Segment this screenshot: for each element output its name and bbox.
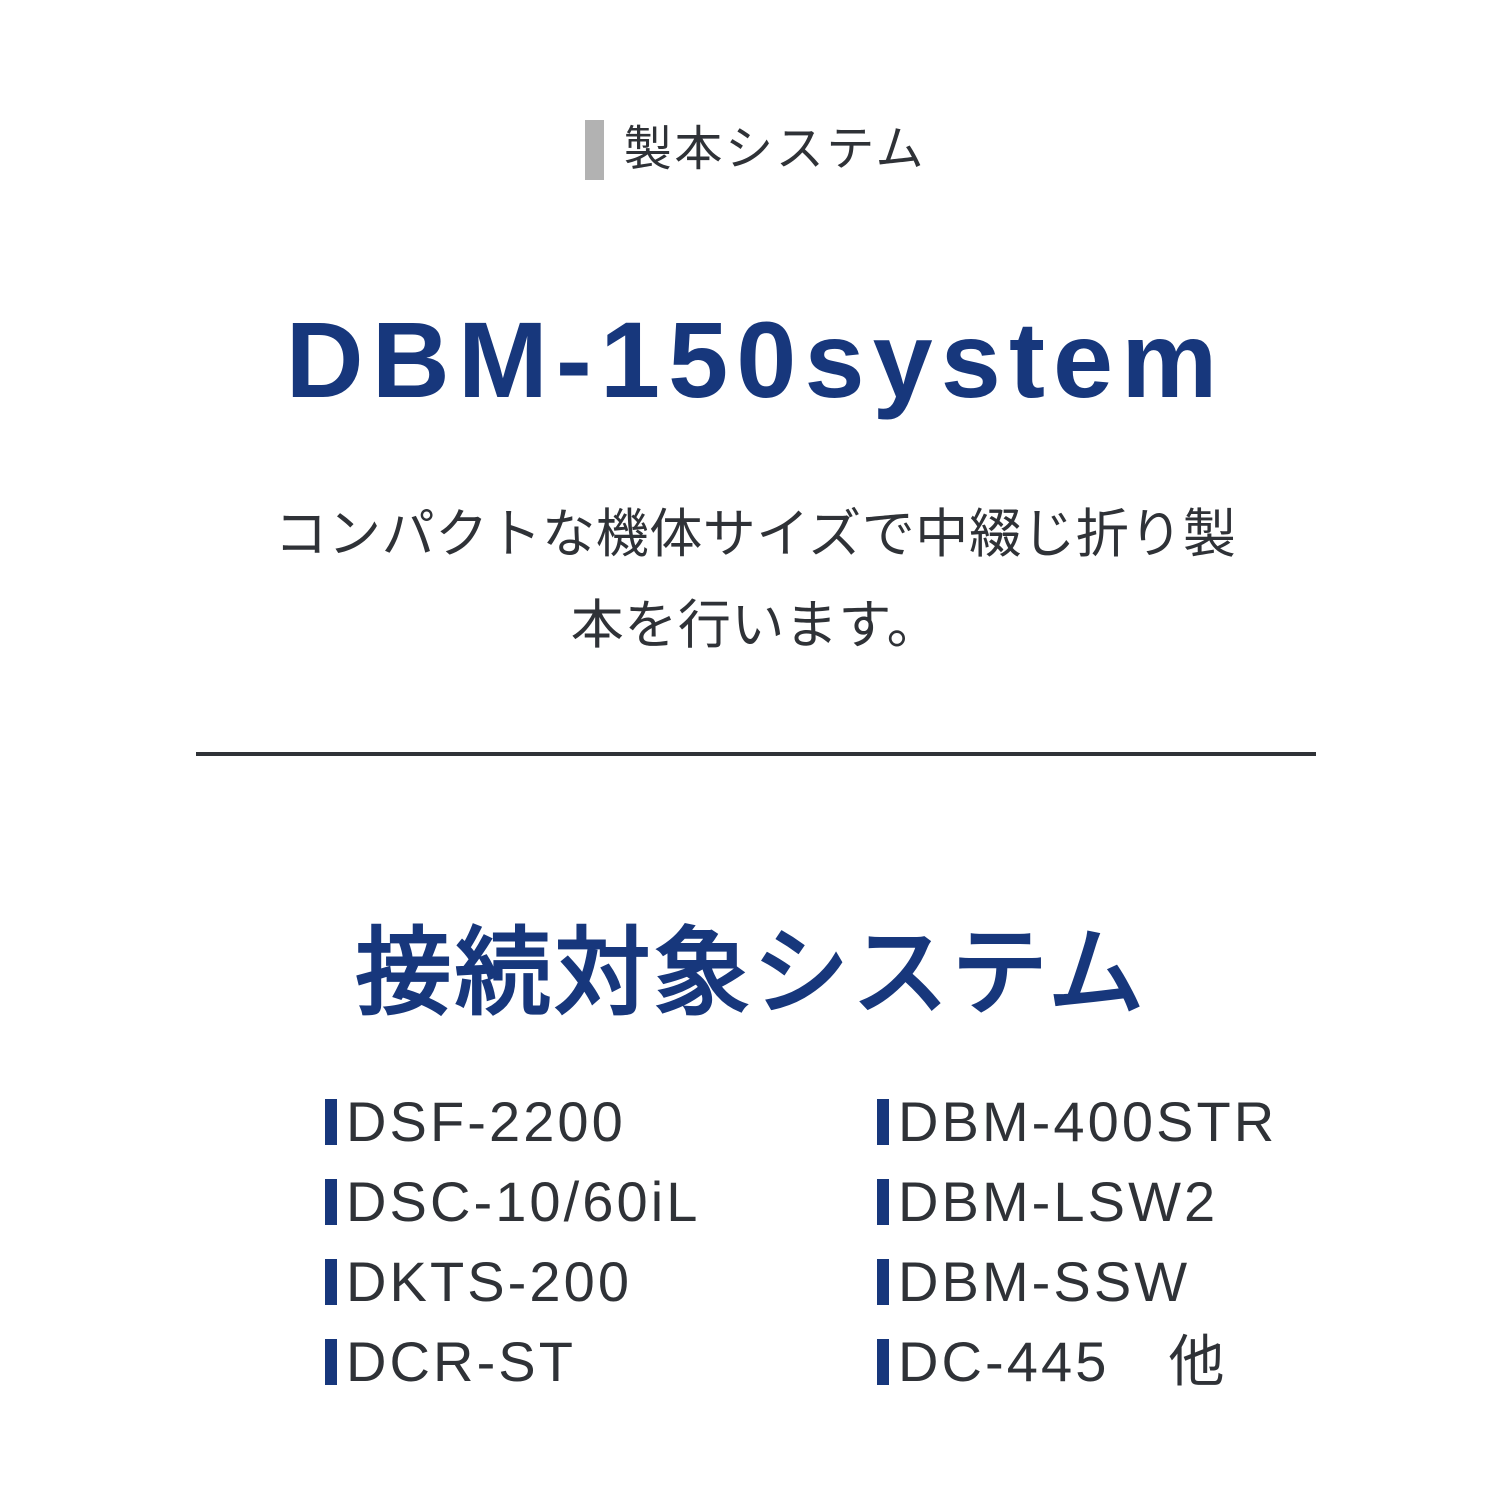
list-item: DSF-2200 (325, 1082, 877, 1162)
model-name: DBM-SSW (898, 1250, 1191, 1313)
section-heading-connected-systems: 接続対象システム (355, 919, 1148, 1027)
blue-bar-bullet-icon (325, 1259, 337, 1305)
model-name: DC-445 他 (898, 1330, 1228, 1393)
model-column-right: DBM-400STR DBM-LSW2 DBM-SSW DC-445 他 (877, 1082, 1365, 1402)
list-item: DSC-10/60iL (325, 1162, 877, 1242)
list-item: DBM-400STR (877, 1082, 1365, 1162)
category-eyebrow: 製本システム (0, 120, 1511, 180)
blue-bar-bullet-icon (877, 1179, 889, 1225)
blue-bar-bullet-icon (325, 1339, 337, 1385)
blue-bar-bullet-icon (877, 1259, 889, 1305)
section-divider (196, 752, 1316, 756)
category-label: 製本システム (623, 123, 927, 176)
list-item: DKTS-200 (325, 1242, 877, 1322)
vertical-bar-icon (584, 120, 604, 180)
lead-description: コンパクトな機体サイズで中綴じ折り製本を行います。 (274, 505, 1237, 656)
page-title: DBM-150system (285, 299, 1226, 421)
connected-systems-list: DSF-2200 DSC-10/60iL DKTS-200 DCR-ST DBM… (325, 1082, 1365, 1402)
blue-bar-bullet-icon (325, 1179, 337, 1225)
model-name: DBM-400STR (898, 1090, 1278, 1153)
model-name: DKTS-200 (346, 1250, 633, 1313)
blue-bar-bullet-icon (877, 1099, 889, 1145)
model-column-left: DSF-2200 DSC-10/60iL DKTS-200 DCR-ST (325, 1082, 877, 1402)
list-item: DBM-LSW2 (877, 1162, 1365, 1242)
list-item: DCR-ST (325, 1322, 877, 1402)
model-name: DCR-ST (346, 1330, 577, 1393)
model-name: DSF-2200 (346, 1090, 626, 1153)
blue-bar-bullet-icon (877, 1339, 889, 1385)
list-item: DC-445 他 (877, 1322, 1365, 1402)
model-name: DBM-LSW2 (898, 1170, 1219, 1233)
blue-bar-bullet-icon (325, 1099, 337, 1145)
list-item: DBM-SSW (877, 1242, 1365, 1322)
model-name: DSC-10/60iL (346, 1170, 701, 1233)
